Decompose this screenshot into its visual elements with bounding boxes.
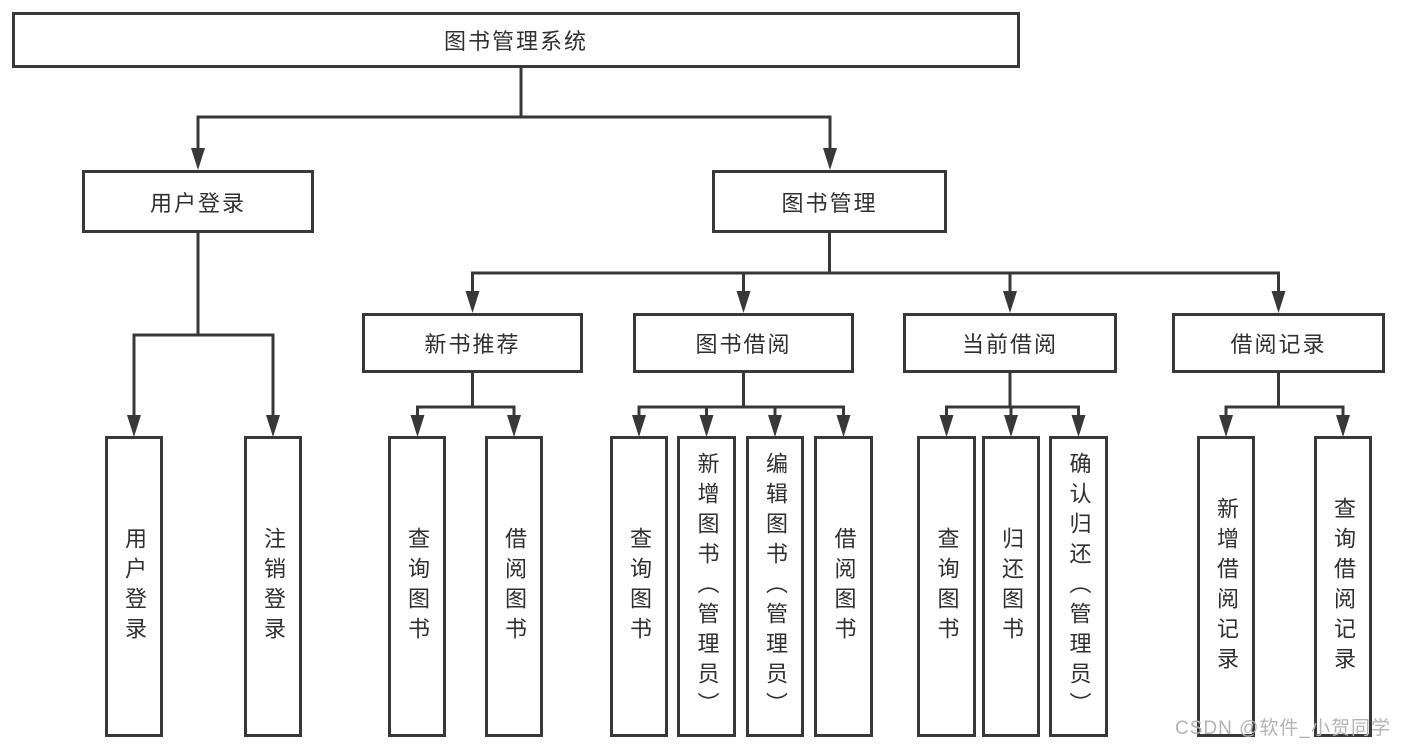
leaf-borrow-books: 借阅图书 xyxy=(485,436,543,737)
leaf-user-login: 用户登录 xyxy=(105,436,163,737)
leaf-label: 注销登录 xyxy=(261,526,286,647)
node-borrowing-records: 借阅记录 xyxy=(1172,313,1385,373)
leaf-label: 借阅图书 xyxy=(502,526,527,647)
leaf-logout: 注销登录 xyxy=(244,436,302,737)
leaf-label: 编辑图书（管理员） xyxy=(763,451,788,722)
csdn-watermark: CSDN @软件_小贺同学 xyxy=(1175,718,1391,739)
leaf-label: 查询借阅记录 xyxy=(1331,496,1356,677)
leaf-label: 新增借阅记录 xyxy=(1214,496,1239,677)
leaf-query-borrow-record: 查询借阅记录 xyxy=(1314,436,1372,737)
node-book-management: 图书管理 xyxy=(712,170,947,233)
node-root-system: 图书管理系统 xyxy=(12,12,1020,68)
leaf-query-books: 查询图书 xyxy=(388,436,446,737)
leaf-label: 用户登录 xyxy=(122,526,147,647)
leaf-label: 查询图书 xyxy=(934,526,960,647)
leaf-query-books: 查询图书 xyxy=(610,436,668,737)
leaf-label: 查询图书 xyxy=(627,526,652,647)
node-current-borrowing: 当前借阅 xyxy=(903,313,1117,373)
leaf-label: 确认归还（管理员） xyxy=(1066,451,1092,722)
leaf-label: 新增图书（管理员） xyxy=(694,451,720,722)
leaf-edit-books-admin: 编辑图书（管理员） xyxy=(746,436,804,737)
leaf-add-books-admin: 新增图书（管理员） xyxy=(677,436,736,737)
node-book-borrowing: 图书借阅 xyxy=(633,313,854,373)
leaf-confirm-return-admin: 确认归还（管理员） xyxy=(1049,436,1108,737)
leaf-query-books: 查询图书 xyxy=(917,436,976,737)
node-user-login: 用户登录 xyxy=(82,170,314,233)
leaf-return-books: 归还图书 xyxy=(982,436,1040,737)
leaf-label: 归还图书 xyxy=(999,526,1024,647)
arrowhead-icons xyxy=(127,148,1350,437)
leaf-label: 借阅图书 xyxy=(831,526,857,647)
leaf-borrow-books: 借阅图书 xyxy=(814,436,873,737)
leaf-label: 查询图书 xyxy=(405,526,430,647)
node-new-book-recommendation: 新书推荐 xyxy=(362,313,583,373)
leaf-add-borrow-record: 新增借阅记录 xyxy=(1197,436,1255,737)
